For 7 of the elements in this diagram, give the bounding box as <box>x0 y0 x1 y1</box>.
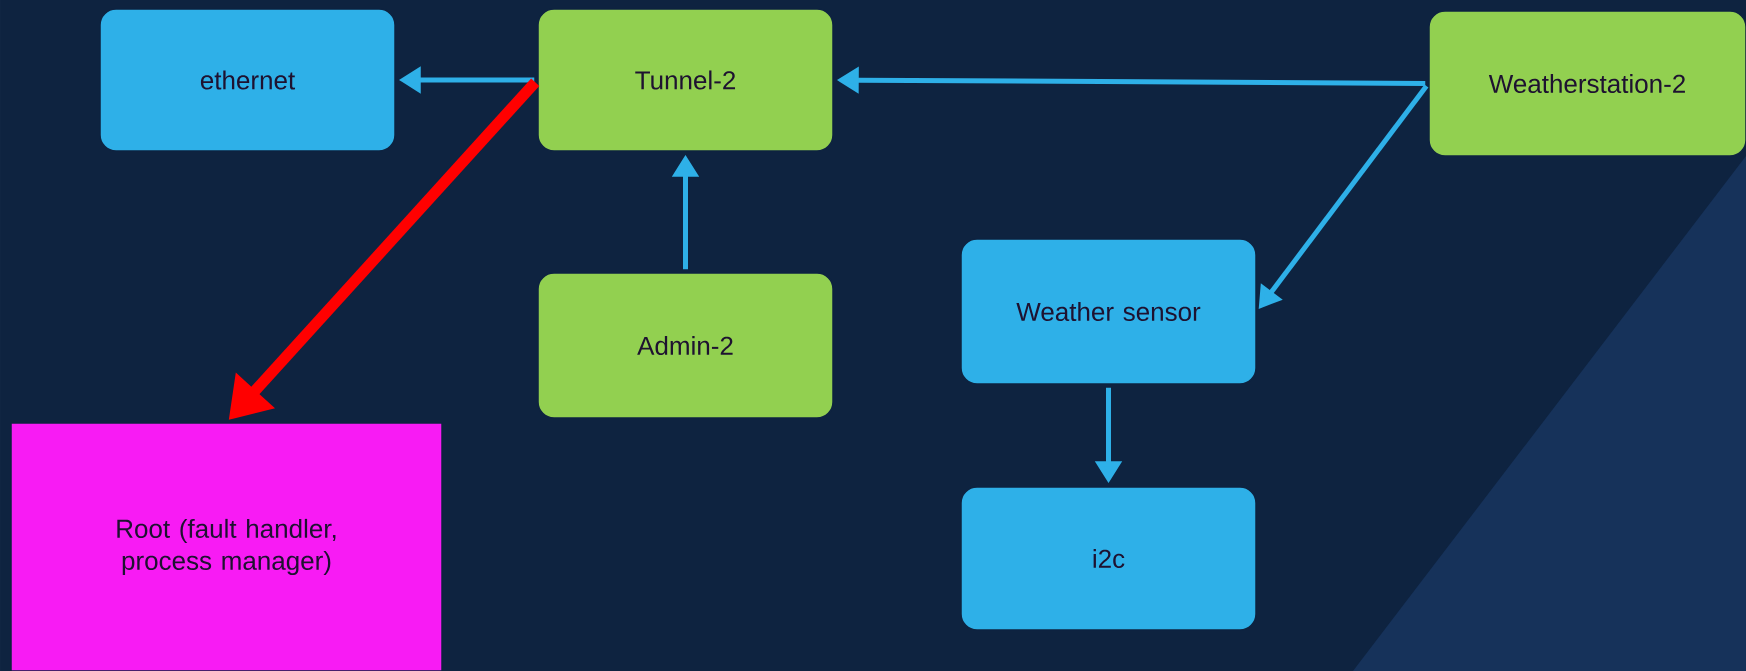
process-box: Tunnel-2 <box>537 8 834 152</box>
process-box: Weatherstation-2 <box>1428 10 1746 157</box>
process-box: ethernet <box>99 8 396 152</box>
process-box: Admin-2 <box>537 272 834 419</box>
process-box: Root (fault handler, process manager) <box>10 422 443 671</box>
process-box: Weather sensor <box>960 238 1257 385</box>
process-box: i2c <box>960 486 1257 631</box>
